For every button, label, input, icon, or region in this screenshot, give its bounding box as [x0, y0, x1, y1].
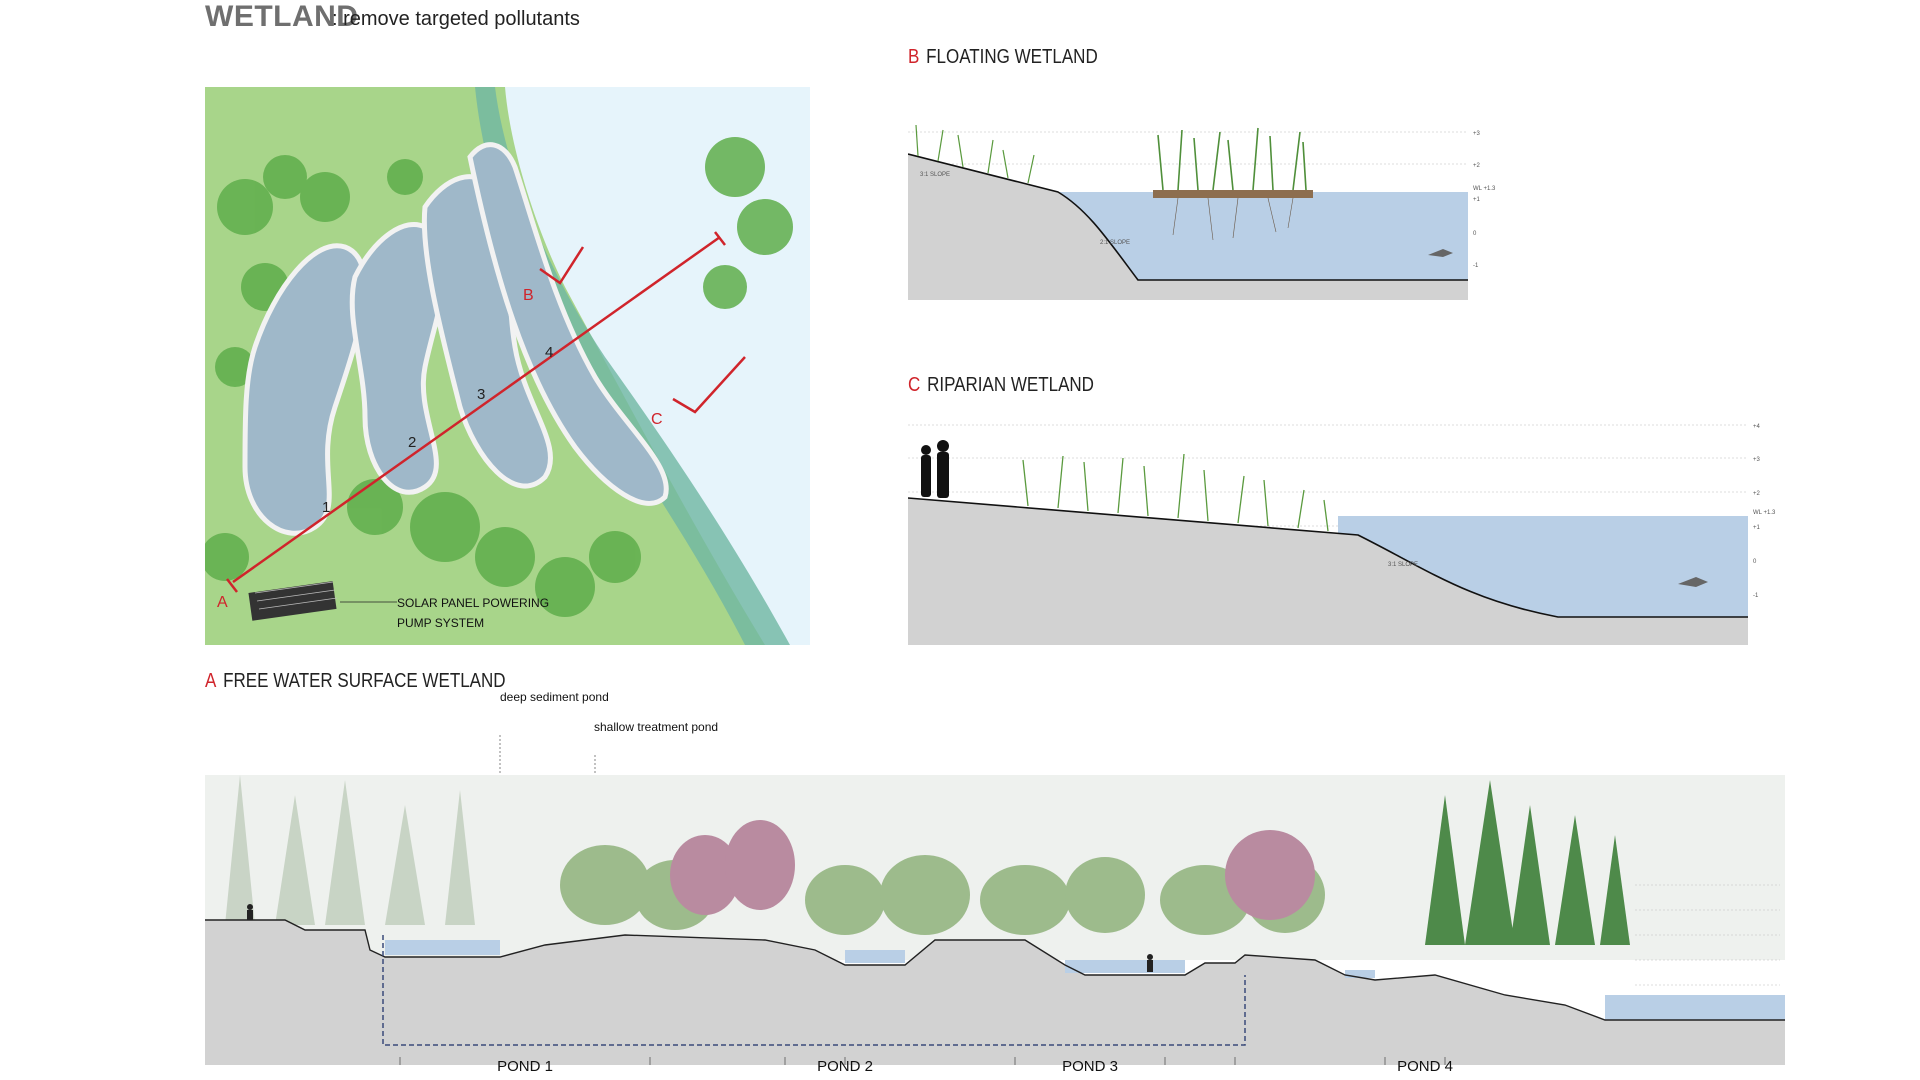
section-b-elev: +3 — [1473, 131, 1481, 137]
section-b-slope-top: 3:1 SLOPE — [920, 172, 950, 178]
section-c-name: RIPARIAN WETLAND — [927, 374, 1094, 396]
section-c-elev: +2 — [1753, 491, 1761, 497]
annotation-deep-sediment-pond: deep sediment pond — [500, 690, 609, 704]
section-c-elev: 0 — [1753, 559, 1757, 565]
plan-marker-a: A — [217, 594, 228, 611]
plan-pond-number: 2 — [408, 434, 416, 451]
section-a-title: A FREE WATER SURFACE WETLAND — [205, 670, 506, 693]
site-plan: A B C 1 2 3 4 SOLAR PANEL POWERING PUMP … — [201, 87, 810, 645]
section-a-letter: A — [205, 670, 217, 692]
pond-1-label: POND 1 — [497, 1058, 553, 1075]
section-b-elev: 0 — [1473, 231, 1477, 237]
section-c-elev: +1 — [1753, 525, 1761, 531]
plan-marker-c: C — [651, 411, 663, 428]
section-b-letter: B — [908, 46, 920, 68]
section-a-diagram — [205, 735, 1785, 1065]
section-b-elev: -1 — [1473, 263, 1479, 269]
pond-4-label: POND 4 — [1397, 1058, 1453, 1075]
section-c-slope: 3:1 SLOPE — [1388, 562, 1418, 568]
plan-marker-b: B — [523, 287, 534, 304]
section-b-elev: +2 — [1473, 163, 1481, 169]
section-a-name: FREE WATER SURFACE WETLAND — [223, 670, 506, 692]
section-c-letter: C — [908, 374, 921, 396]
plan-pond-number: 4 — [545, 344, 553, 361]
pond-3-label: POND 3 — [1062, 1058, 1118, 1075]
section-b-slope-bottom: 2:1 SLOPE — [1100, 240, 1130, 246]
solar-label-line2: PUMP SYSTEM — [397, 616, 484, 630]
section-b-title: B FLOATING WETLAND — [908, 46, 1098, 69]
section-c-elev: +3 — [1753, 457, 1761, 463]
section-c-elev: +4 — [1753, 424, 1761, 430]
pond-2-label: POND 2 — [817, 1058, 873, 1075]
solar-label-line1: SOLAR PANEL POWERING — [397, 596, 549, 610]
section-c-elev: -1 — [1753, 593, 1759, 599]
plan-pond-number: 1 — [322, 499, 330, 516]
section-b-name: FLOATING WETLAND — [926, 46, 1098, 68]
section-b-elev: +1 — [1473, 197, 1481, 203]
plan-pond-number: 3 — [477, 386, 485, 403]
section-b-elev: WL +1.3 — [1473, 186, 1496, 192]
page-subtitle: : remove targeted pollutants — [332, 8, 580, 30]
section-c-title: C RIPARIAN WETLAND — [908, 374, 1094, 397]
section-c-diagram: 3:1 SLOPE +4 +3 +2 WL +1.3 +1 0 -1 — [907, 420, 1788, 645]
section-c-elev: WL +1.3 — [1753, 510, 1776, 516]
page-title: WETLAND — [205, 0, 359, 33]
annotation-shallow-treatment-pond: shallow treatment pond — [594, 720, 719, 734]
site-plan-drawing: A B C 1 2 3 4 SOLAR PANEL POWERING PUMP … — [201, 87, 810, 645]
section-b-diagram: 3:1 SLOPE 2:1 SLOPE +3 +2 WL +1.3 +1 0 -… — [907, 110, 1508, 300]
